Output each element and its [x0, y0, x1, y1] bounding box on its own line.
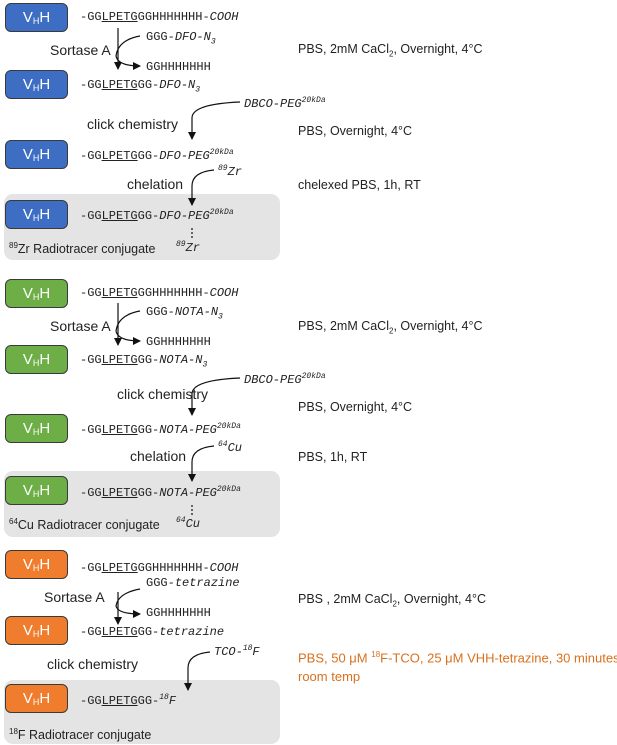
- condition-click: PBS, Overnight, 4°C: [298, 400, 413, 414]
- chelation-label: chelation: [130, 448, 187, 464]
- sequence-dfo-peg: -GGLPETGGG-DFO-PEG20kDa: [80, 148, 234, 163]
- dbco-curve-1: [188, 101, 241, 140]
- sequence-dfo-azide: -GGLPETGGG-DFO-N3: [80, 78, 201, 95]
- tetrazine-reagent: GGG-tetrazine: [146, 576, 240, 590]
- click-chemistry-label: click chemistry: [117, 386, 209, 402]
- dfo-reagent: GGG-DFO-N3: [146, 30, 216, 47]
- chelation-label: chelation: [127, 176, 184, 192]
- dbco-peg-reagent: DBCO-PEG20kDa: [244, 372, 326, 387]
- condition-click-f: PBS, 50 μM 18F-TCO, 25 μM VHH-tetrazine,…: [298, 650, 617, 685]
- dbco-peg-reagent: DBCO-PEG20kDa: [244, 96, 326, 111]
- sequence-zr-conjugate: -GGLPETGGG-DFO-PEG20kDa: [80, 208, 234, 223]
- tco-curve-3: [184, 651, 211, 691]
- his-tag-product: GGHHHHHHH: [146, 335, 211, 349]
- nota-reagent: GGG-NOTA-N3: [146, 305, 223, 322]
- sequence-start: -GGLPETGGGHHHHHHH-COOH: [80, 561, 239, 575]
- sequence-nota-peg: -GGLPETGGG-NOTA-PEG20kDa: [80, 422, 241, 437]
- sequence-f-conjugate: -GGLPETGGG-18F: [80, 693, 177, 708]
- zr-label: 89Zr: [176, 240, 201, 255]
- condition-sortase: PBS , 2mM CaCl2, Overnight, 4°C: [298, 592, 486, 609]
- sequence-tetrazine: -GGLPETGGG-tetrazine: [80, 625, 225, 639]
- his-tag-product: GGHHHHHHH: [146, 606, 211, 620]
- click-chemistry-label: click chemistry: [87, 116, 179, 132]
- condition-sortase: PBS, 2mM CaCl2, Overnight, 4°C: [298, 319, 483, 336]
- sortase-label: Sortase A: [50, 318, 111, 334]
- cu-reagent: 64Cu: [218, 440, 243, 455]
- reagent-curve-1: [115, 35, 141, 70]
- sequence-start: -GGLPETGGGHHHHHHH-COOH: [80, 286, 239, 300]
- cu-label: 64Cu: [176, 516, 201, 531]
- sequence-nota-azide: -GGLPETGGG-NOTA-N3: [80, 353, 208, 370]
- dbco-curve-2: [188, 377, 241, 416]
- reagent-curve-2: [115, 310, 141, 345]
- condition-click: PBS, Overnight, 4°C: [298, 124, 413, 138]
- sortase-label: Sortase A: [44, 589, 105, 605]
- sortase-label: Sortase A: [50, 42, 111, 58]
- zr-curve-1: [188, 169, 215, 206]
- his-tag-product: GGHHHHHHH: [146, 60, 211, 74]
- condition-sortase: PBS, 2mM CaCl2, Overnight, 4°C: [298, 42, 483, 59]
- cu-curve-2: [188, 445, 215, 482]
- zr-conjugate-caption: 89Zr Radiotracer conjugate: [9, 241, 156, 257]
- reagent-curve-3: [115, 588, 141, 618]
- sequence-start: -GGLPETGGGHHHHHHH-COOH: [80, 10, 239, 24]
- condition-chelation: chelexed PBS, 1h, RT: [298, 178, 421, 192]
- zr-reagent: 89Zr: [218, 164, 243, 179]
- click-chemistry-label: click chemistry: [47, 656, 139, 672]
- condition-chelation: PBS, 1h, RT: [298, 450, 368, 464]
- sequence-cu-conjugate: -GGLPETGGG-NOTA-PEG20kDa: [80, 485, 241, 500]
- f-conjugate-caption: 18F Radiotracer conjugate: [9, 727, 152, 743]
- cu-conjugate-caption: 64Cu Radiotracer conjugate: [9, 517, 160, 533]
- tco-f-reagent: TCO-18F: [214, 644, 260, 659]
